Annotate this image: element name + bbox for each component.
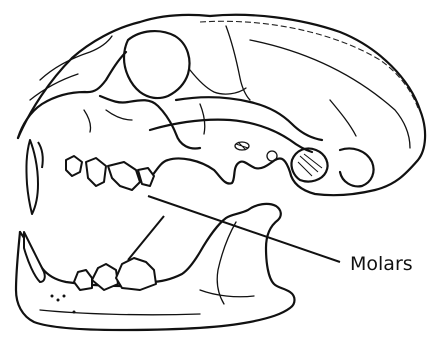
upper-premolar-2 [86,158,106,186]
leader-line-upper [148,196,340,262]
zygomatic-arch [176,97,322,140]
upper-carnassial [108,162,140,190]
upper-teeth [66,156,154,190]
cranium-detail-2 [84,110,91,132]
temporal-line [226,26,250,100]
mandible-lower-line [40,310,200,315]
upper-molar [138,168,154,186]
cranium-detail-1 [106,110,132,120]
upper-premolar-1 [66,156,82,176]
sagittal-crest-line [200,21,418,108]
lower-premolar-1 [74,270,92,290]
mental-foramen-4 [73,311,76,314]
masseteric-fossa [200,290,254,297]
snout-line-1 [40,36,112,80]
lower-teeth [74,258,156,290]
foramen-2 [267,151,277,161]
molars-label: Molars [350,253,413,275]
molars-callout: Molars [128,196,413,275]
mental-foramen-1 [51,295,54,298]
nasal-bone [18,52,126,138]
cranium-detail-4 [330,100,356,136]
lower-canine [24,232,45,282]
mandible [16,204,295,330]
upper-canine-root [38,142,43,168]
mental-foramen-2 [57,299,60,302]
lower-carnassial [116,258,156,290]
leader-line-lower [128,216,164,260]
mental-foramen-3 [63,295,66,298]
orbit [124,31,189,98]
zygomatic-arch-lower [150,120,312,152]
postorbital-process [190,70,246,94]
occipital-condyle [340,149,374,187]
upper-canine [26,140,38,214]
bulla-hatch [298,154,322,176]
coronoid-detail [217,222,236,304]
